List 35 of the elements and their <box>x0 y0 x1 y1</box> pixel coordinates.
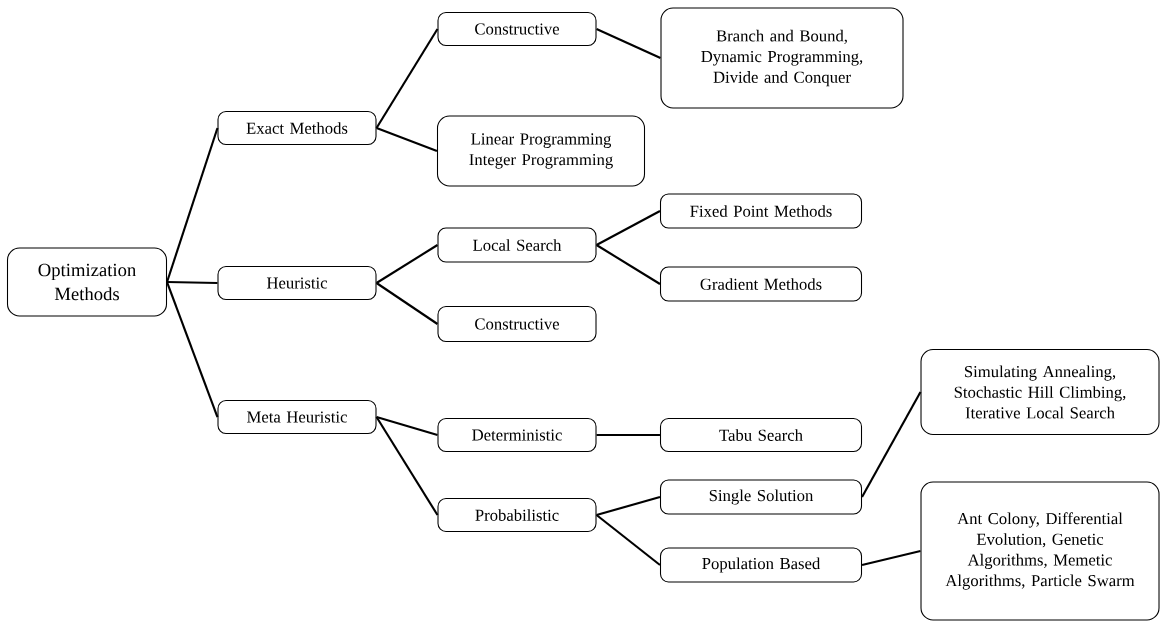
connector-line <box>861 549 921 567</box>
method-box: Branch and Bound, Dynamic Programming, Divide and Conquer <box>660 7 904 109</box>
connector-line <box>375 28 439 129</box>
method-box: Local Search <box>437 227 597 263</box>
method-box: Population Based <box>659 547 863 583</box>
connector-line <box>861 391 922 498</box>
method-box: Fixed Point Methods <box>659 193 863 229</box>
connector-line <box>376 416 438 437</box>
method-box: Constructive <box>437 11 597 47</box>
method-box: Gradient Methods <box>659 266 863 302</box>
method-box: Meta Heuristic <box>217 399 377 435</box>
connector-line <box>166 127 219 283</box>
connector-line <box>596 244 661 285</box>
method-box: Single Solution <box>659 479 863 515</box>
method-box: Ant Colony, Differential Evolution, Genetic Algorithms, Memetic Algorithms, Particle Swarm <box>920 481 1160 621</box>
method-box: Linear Programming Integer Programming <box>436 115 646 187</box>
method-box: Probabilistic <box>437 497 597 533</box>
connector-line <box>596 495 661 517</box>
method-box: Constructive <box>437 305 597 343</box>
connector-line <box>375 244 439 284</box>
connector-line <box>596 433 660 437</box>
method-box: Optimization Methods <box>6 247 168 317</box>
method-box: Tabu Search <box>659 417 863 453</box>
method-box: Exact Methods <box>217 110 377 146</box>
connector-line <box>167 280 218 285</box>
connector-line <box>375 282 439 325</box>
connector-line <box>375 416 439 516</box>
connector-line <box>596 210 661 246</box>
connector-line <box>595 514 661 566</box>
connector-line <box>166 281 219 418</box>
method-box: Deterministic <box>437 417 597 453</box>
method-box: Simulating Annealing, Stochastic Hill Climbing, Iterative Local Search <box>920 348 1160 436</box>
connector-line <box>376 127 438 152</box>
connector-line <box>596 28 661 59</box>
method-box: Heuristic <box>217 265 377 301</box>
